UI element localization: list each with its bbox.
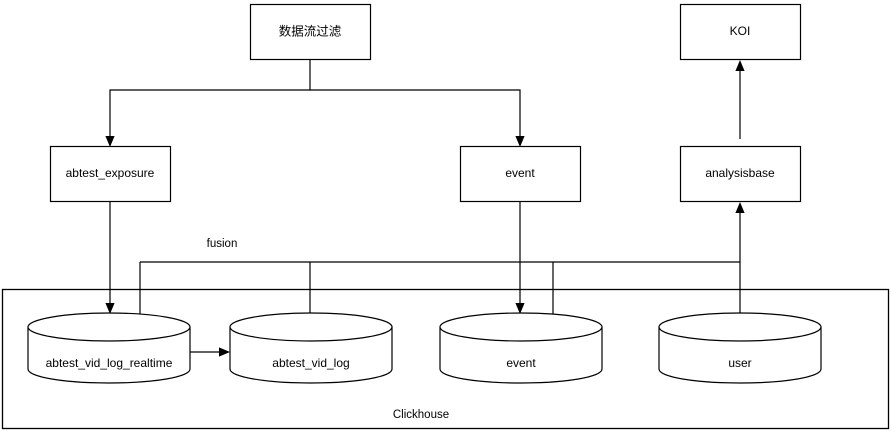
arrow-head-to-event-proc: [515, 136, 525, 147]
node-db-abtest-vid-log[interactable]: abtest_vid_log: [229, 312, 393, 384]
edge-filter-split: [105, 60, 525, 147]
event-process-box[interactable]: [459, 145, 582, 203]
filter-box[interactable]: [249, 3, 372, 61]
arrow-head-to-vid-log-realtime: [105, 303, 115, 314]
event-process-label: event: [505, 166, 535, 180]
edge-abtest-exposure-to-realtime: [105, 202, 115, 314]
db-abtest-vid-log-realtime-label: abtest_vid_log_realtime: [46, 356, 173, 370]
arrow-head-to-vid-log: [219, 347, 230, 357]
user-cylinder-body[interactable]: [658, 326, 822, 384]
edge-event-proc-to-event-db: [515, 202, 525, 314]
node-analysisbase[interactable]: analysisbase: [679, 145, 802, 203]
abtest-exposure-box[interactable]: [49, 145, 172, 203]
clickhouse-group-border: [1, 288, 890, 430]
db-abtest-vid-log-label: abtest_vid_log: [272, 356, 349, 370]
edge-analysisbase-to-koi: [735, 60, 745, 139]
koi-box[interactable]: [679, 3, 802, 61]
node-event-process[interactable]: event: [459, 145, 582, 203]
node-db-abtest-vid-log-realtime[interactable]: abtest_vid_log_realtime: [27, 312, 191, 384]
vid-log-cylinder-body[interactable]: [229, 326, 393, 384]
analysisbase-label: analysisbase: [705, 166, 775, 180]
filter-label: 数据流过滤: [279, 24, 342, 39]
node-filter[interactable]: 数据流过滤: [249, 3, 372, 61]
node-db-user[interactable]: user: [658, 312, 822, 384]
vid-log-realtime-cylinder-body[interactable]: [27, 326, 191, 384]
vid-log-realtime-cylinder-top: [27, 312, 191, 342]
vid-log-cylinder-top: [229, 312, 393, 342]
arrow-head-to-analysisbase: [735, 202, 745, 213]
event-cylinder-body[interactable]: [439, 326, 603, 384]
db-event-label: event: [506, 356, 536, 370]
db-user-label: user: [728, 356, 751, 370]
event-cylinder-top: [439, 312, 603, 342]
edge-user-to-analysisbase: [735, 202, 745, 330]
arrow-head-to-koi: [735, 60, 745, 71]
node-koi[interactable]: KOI: [679, 3, 802, 61]
edge-fusion-bus: fusion: [139, 238, 740, 318]
node-db-event[interactable]: event: [439, 312, 603, 384]
user-cylinder-top: [658, 312, 822, 342]
node-abtest-exposure[interactable]: abtest_exposure: [49, 145, 172, 203]
koi-label: KOI: [730, 24, 751, 38]
arrow-head-to-abtest-exposure: [105, 136, 115, 147]
fusion-edge-label: fusion: [207, 238, 238, 250]
analysisbase-box[interactable]: [679, 145, 802, 203]
clickhouse-group-label: Clickhouse: [393, 409, 449, 421]
arrow-head-to-event-db: [515, 303, 525, 314]
group-clickhouse: Clickhouse: [1, 288, 890, 430]
abtest-exposure-label: abtest_exposure: [66, 166, 155, 180]
edge-realtime-to-vid-log: [190, 347, 230, 357]
